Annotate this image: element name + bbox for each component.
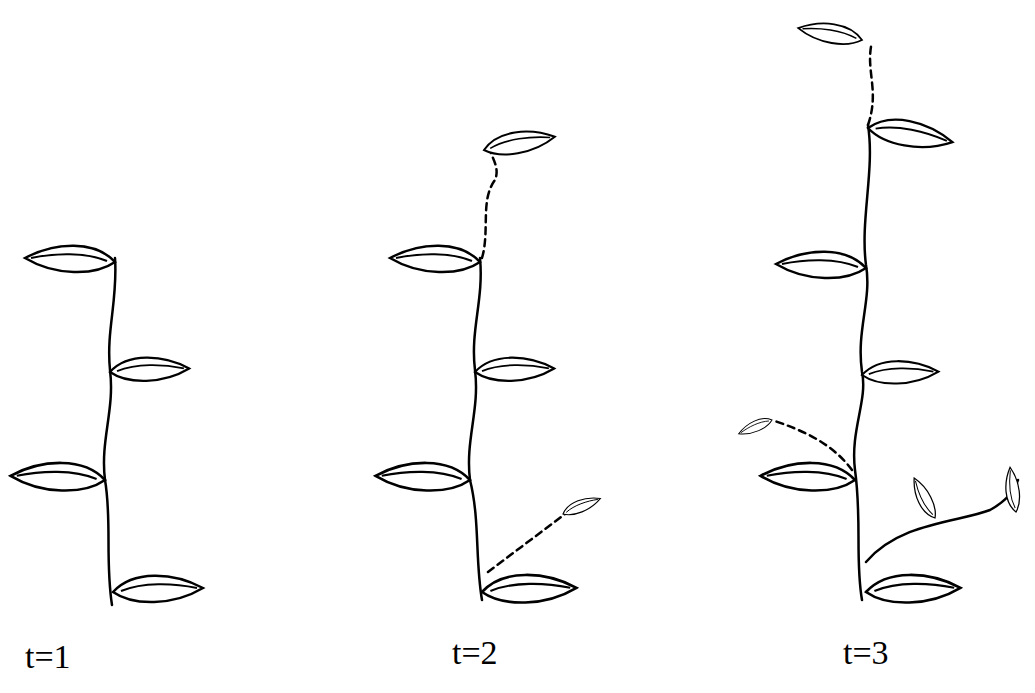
leaf xyxy=(390,246,480,272)
leaf xyxy=(110,358,189,381)
leaf xyxy=(797,19,864,47)
time-label: t=3 xyxy=(843,636,889,670)
leaf xyxy=(482,127,556,158)
leaf xyxy=(25,246,115,272)
leaf xyxy=(776,252,866,278)
new-growth xyxy=(488,514,565,572)
stem xyxy=(104,258,116,605)
leaf xyxy=(761,463,856,491)
new-growth xyxy=(482,150,497,258)
branch xyxy=(866,480,1018,562)
leaf xyxy=(862,361,939,383)
leaf xyxy=(482,575,577,603)
leaf xyxy=(1004,467,1021,513)
time-label: t=2 xyxy=(452,636,498,670)
leaf xyxy=(376,463,471,491)
leaf xyxy=(11,463,106,491)
leaf xyxy=(737,414,774,439)
leaf xyxy=(113,576,203,602)
leaf xyxy=(909,475,940,521)
stem xyxy=(854,125,870,600)
leaf xyxy=(866,575,961,603)
leaf xyxy=(866,113,955,155)
leaf xyxy=(560,493,602,518)
leaf xyxy=(475,358,554,381)
stem xyxy=(469,258,482,600)
time-label: t=1 xyxy=(25,640,71,674)
new-growth xyxy=(868,42,873,125)
